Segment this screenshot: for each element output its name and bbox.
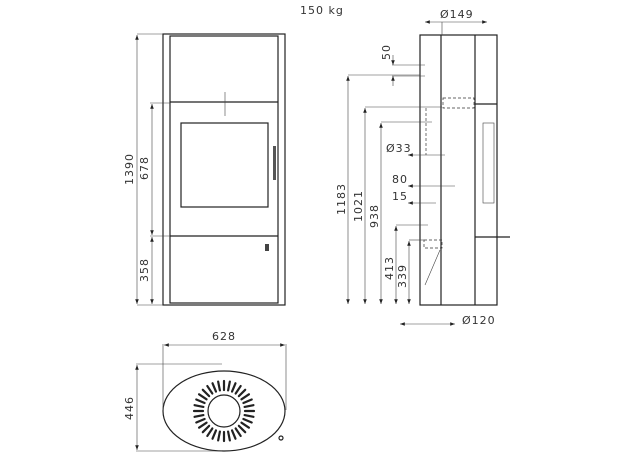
weight-label: 150 kg: [300, 4, 344, 17]
dim-1021: 1021: [352, 190, 365, 222]
dim-flue-149: Ø149: [440, 8, 474, 21]
grille-slot: [234, 427, 242, 438]
grille-slot: [237, 388, 247, 398]
grille-slot: [211, 429, 218, 440]
side-view: Ø149 50 1183 1021 938 Ø33 80 15 413 339 …: [335, 8, 510, 327]
dim-1390: 1390: [123, 153, 136, 185]
grille-slot: [197, 421, 208, 429]
grille-slot: [242, 398, 253, 405]
front-view: 1390 678 358: [123, 33, 286, 306]
window: [180, 122, 269, 208]
grille-slot: [243, 413, 255, 418]
grille-slot: [234, 384, 242, 395]
grille-slot: [217, 430, 222, 442]
dim-1183: 1183: [335, 183, 348, 215]
dim-413: 413: [383, 256, 396, 280]
dim-628: 628: [212, 330, 236, 343]
grille-slot: [197, 393, 208, 401]
grille-slot: [193, 404, 205, 409]
grille-slot: [226, 430, 231, 442]
grille-slot: [240, 393, 251, 401]
dim-80: 80: [392, 173, 408, 186]
control-knob: [265, 244, 269, 251]
door-handle: [273, 146, 276, 180]
grille-slot: [243, 404, 255, 409]
grille-slot: [201, 388, 211, 398]
grille-slot: [237, 424, 247, 434]
grille-slot: [217, 380, 222, 392]
dim-120: Ø120: [462, 314, 496, 327]
dim-33: Ø33: [386, 142, 412, 155]
grille-slot: [193, 413, 205, 418]
grille-slot: [206, 427, 214, 438]
grille-slot: [230, 382, 237, 393]
grille-slot: [195, 398, 206, 405]
grille-slot: [195, 417, 206, 424]
dim-339: 339: [396, 264, 409, 288]
flue-opening: [207, 394, 241, 428]
grille-slot: [242, 417, 253, 424]
grille-slot: [201, 424, 211, 434]
dim-15: 15: [392, 190, 408, 203]
dim-446: 446: [123, 396, 136, 420]
grille-slot: [240, 421, 251, 429]
grille-slot: [230, 429, 237, 440]
top-view: 628 446: [123, 330, 287, 452]
dim-50: 50: [380, 44, 393, 60]
dim-678: 678: [138, 156, 151, 180]
grille-slot: [226, 380, 231, 392]
air-grille: [192, 379, 256, 443]
grille-slot: [206, 384, 214, 395]
dim-938: 938: [368, 204, 381, 228]
grille-slot: [211, 382, 218, 393]
dim-358: 358: [138, 258, 151, 282]
